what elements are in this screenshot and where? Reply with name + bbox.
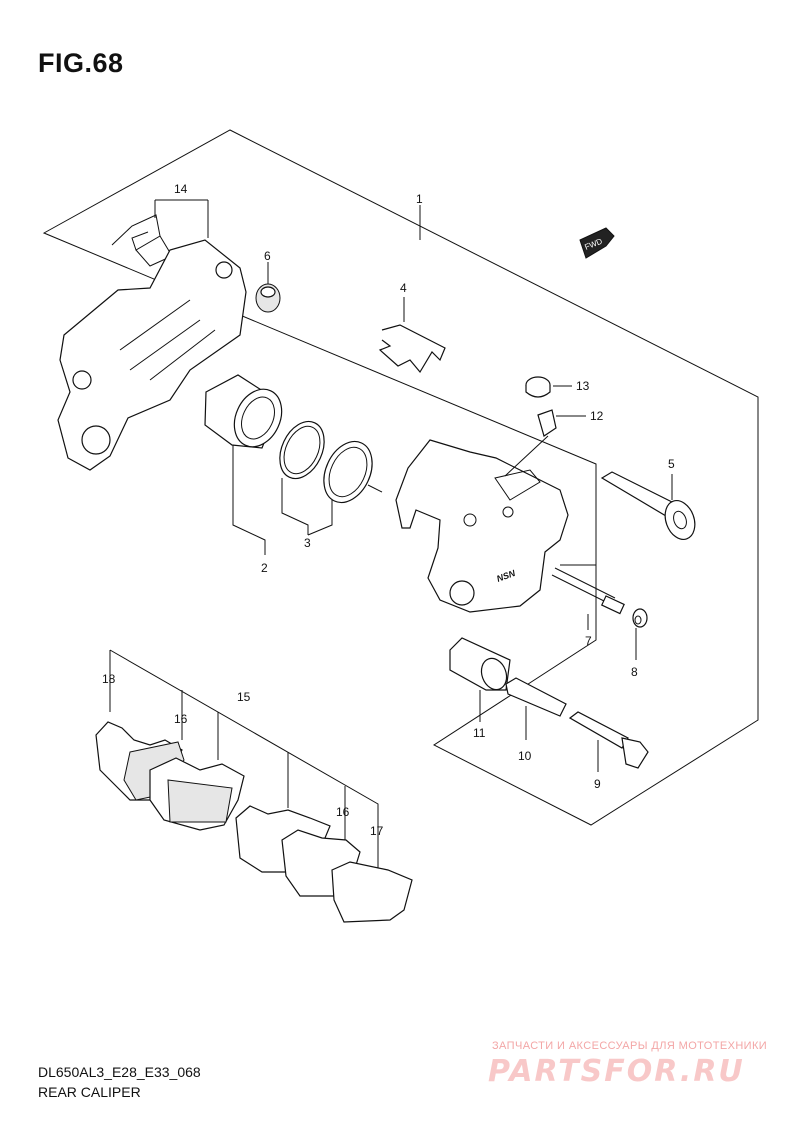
part-14-clip <box>111 199 209 267</box>
part-2-piston <box>204 374 283 555</box>
assembly-frame <box>42 129 759 826</box>
callout-16b: 16 <box>336 805 350 819</box>
callout-12: 12 <box>590 409 604 423</box>
watermark-logo: PARTSFOR.RU <box>488 1054 745 1089</box>
callout-7: 7 <box>585 634 592 648</box>
part-5-pin <box>600 471 696 540</box>
callout-17: 17 <box>370 824 384 838</box>
part-7-pin <box>551 567 625 630</box>
part-6-boot <box>255 262 281 313</box>
part-4-pad-spring <box>378 297 446 374</box>
caliper-body: NSN <box>395 439 596 613</box>
callout-4: 4 <box>400 281 407 295</box>
part-8-nut <box>632 608 648 660</box>
callout-10: 10 <box>518 749 532 763</box>
callout-14: 14 <box>174 182 188 196</box>
callout-5: 5 <box>668 457 675 471</box>
figure-title: FIG.68 <box>38 48 124 78</box>
callout-13: 13 <box>576 379 590 393</box>
part-9-bolt <box>568 711 649 772</box>
callout-16a: 16 <box>174 712 188 726</box>
callout-2: 2 <box>261 561 268 575</box>
callout-8: 8 <box>631 665 638 679</box>
callout-15: 15 <box>237 690 251 704</box>
part-12-bleeder <box>504 409 586 477</box>
brake-pads-group <box>95 649 413 923</box>
diagram-code: DL650AL3_E28_E33_068 <box>38 1064 201 1080</box>
part-13-cap <box>525 376 572 398</box>
callout-3: 3 <box>304 536 311 550</box>
callout-9: 9 <box>594 777 601 791</box>
part-3-seals <box>279 420 383 536</box>
part-10-sleeve <box>505 677 567 740</box>
caliper-bracket <box>57 239 247 471</box>
diagram-caption: REAR CALIPER <box>38 1084 141 1100</box>
callout-6: 6 <box>264 249 271 263</box>
callout-1: 1 <box>416 192 423 206</box>
fwd-arrow-icon: FWD <box>579 227 615 259</box>
watermark-tagline: ЗАПЧАСТИ И АКСЕССУАРЫ ДЛЯ МОТОТЕХНИКИ <box>492 1040 768 1052</box>
callout-11: 11 <box>473 726 486 740</box>
part-11-boot <box>449 637 511 722</box>
callout-labels: 1 2 3 4 5 6 7 8 9 10 11 12 13 14 15 16 1… <box>102 182 675 838</box>
callout-18: 18 <box>102 672 116 686</box>
